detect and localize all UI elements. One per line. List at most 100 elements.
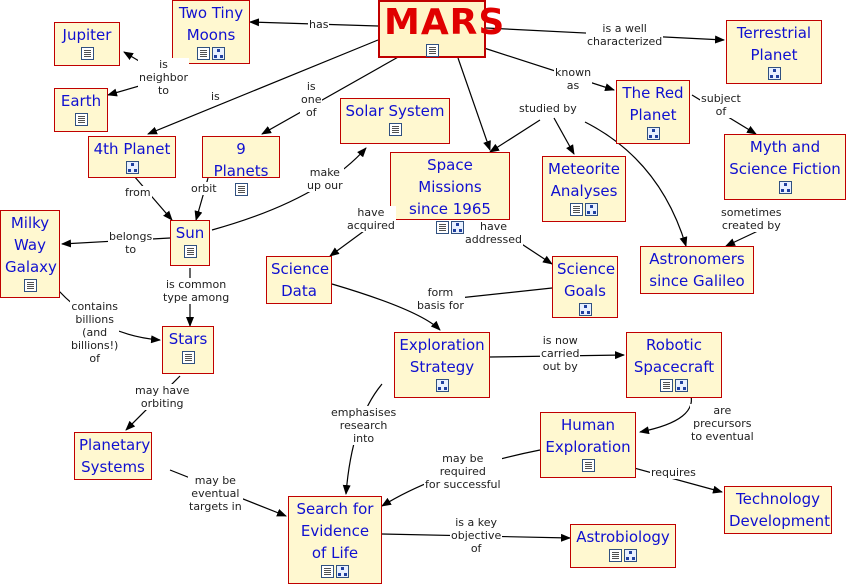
document-icon[interactable] bbox=[425, 44, 439, 57]
concept-map-icon[interactable] bbox=[578, 303, 592, 316]
concept-label: Milky Way Galaxy bbox=[5, 214, 57, 276]
concept-label: 4th Planet bbox=[93, 140, 171, 158]
concept-label: The Red Planet bbox=[622, 84, 684, 124]
document-icon[interactable] bbox=[570, 203, 583, 216]
concept-meteorite-analyses[interactable]: Meteorite Analyses bbox=[542, 156, 626, 222]
concept-map-icon[interactable] bbox=[451, 221, 464, 234]
link-label-orbit: orbit bbox=[190, 182, 218, 195]
link-label-requires: requires bbox=[650, 466, 697, 479]
document-icon[interactable] bbox=[183, 245, 197, 258]
link-label-is-key-objective-of: is a key objective of bbox=[450, 516, 503, 555]
concept-search-for-evidence-of-life[interactable]: Search for Evidence of Life bbox=[288, 496, 382, 584]
link-label-is-common-type-among: is common type among bbox=[162, 278, 231, 304]
concept-planetary-systems[interactable]: Planetary Systems bbox=[74, 432, 152, 480]
concept-label: Robotic Spacecraft bbox=[633, 336, 715, 376]
link-label-may-be-required: may be required for successful bbox=[424, 452, 502, 491]
document-icon[interactable] bbox=[436, 221, 449, 234]
link-label-studied-by: studied by bbox=[518, 102, 578, 115]
concept-the-red-planet[interactable]: The Red Planet bbox=[616, 80, 690, 144]
concept-astronomers-since-galileo[interactable]: Astronomers since Galileo bbox=[640, 246, 754, 294]
link-label-is-well-characterized: is a well characterized bbox=[586, 22, 664, 48]
concept-space-missions[interactable]: Space Missions since 1965 bbox=[390, 152, 510, 234]
concept-label: 9 Planets bbox=[213, 140, 269, 180]
document-icon[interactable] bbox=[321, 565, 334, 578]
link-label-sometimes-created-by: sometimes created by bbox=[720, 206, 783, 232]
concept-terrestrial-planet[interactable]: Terrestrial Planet bbox=[726, 20, 822, 84]
concept-map-icon[interactable] bbox=[624, 549, 637, 562]
concept-label: Exploration Strategy bbox=[399, 336, 485, 376]
document-icon[interactable] bbox=[181, 351, 195, 364]
link-label-from: from bbox=[124, 186, 152, 199]
concept-label: Technology Development bbox=[729, 490, 830, 530]
concept-earth[interactable]: Earth bbox=[54, 88, 108, 132]
link-label-subject-of: subject of bbox=[700, 92, 742, 118]
concept-map-icon[interactable] bbox=[435, 379, 449, 392]
concept-map-icon[interactable] bbox=[336, 565, 349, 578]
link-label-is: is bbox=[210, 90, 221, 103]
concept-stars[interactable]: Stars bbox=[162, 326, 214, 374]
link-label-known-as: known as bbox=[554, 66, 593, 92]
concept-label: MARS bbox=[384, 2, 506, 43]
document-icon[interactable] bbox=[609, 549, 622, 562]
concept-map-icon[interactable] bbox=[778, 181, 792, 194]
concept-mars[interactable]: MARS bbox=[378, 0, 506, 58]
link-label-has: has bbox=[308, 18, 330, 31]
link-label-is-neighbor-to: is neighbor to bbox=[138, 58, 189, 97]
link-label-make-up-our: make up our bbox=[306, 166, 344, 192]
concept-label: Earth bbox=[60, 92, 102, 110]
concept-exploration-strategy[interactable]: Exploration Strategy bbox=[394, 332, 490, 398]
concept-label: Terrestrial Planet bbox=[736, 24, 812, 64]
link-label-is-one-of: is one of bbox=[300, 80, 323, 119]
concept-robotic-spacecraft[interactable]: Robotic Spacecraft bbox=[626, 332, 722, 398]
document-icon[interactable] bbox=[74, 113, 88, 126]
concept-label: Astrobiology bbox=[576, 528, 670, 546]
link-label-may-have-orbiting: may have orbiting bbox=[134, 384, 191, 410]
link-label-have-acquired: have acquired bbox=[346, 206, 396, 232]
concept-map-icon[interactable] bbox=[585, 203, 598, 216]
concept-astrobiology[interactable]: Astrobiology bbox=[570, 524, 676, 568]
concept-label: Myth and Science Fiction bbox=[729, 138, 841, 178]
document-icon[interactable] bbox=[388, 123, 402, 136]
concept-label: Solar System bbox=[345, 102, 445, 120]
concept-science-goals[interactable]: Science Goals bbox=[552, 256, 618, 318]
link-label-belongs-to: belongs to bbox=[108, 230, 154, 256]
concept-label: Human Exploration bbox=[545, 416, 631, 456]
document-icon[interactable] bbox=[234, 183, 248, 196]
concept-label: Stars bbox=[168, 330, 208, 348]
link-label-are-precursors: are precursors to eventual bbox=[690, 404, 755, 443]
concept-technology-development[interactable]: Technology Development bbox=[724, 486, 832, 534]
link-label-form-basis-for: form basis for bbox=[416, 286, 465, 312]
concept-map-icon[interactable] bbox=[767, 67, 781, 80]
link-label-have-addressed: have addressed bbox=[464, 220, 523, 246]
concept-9-planets[interactable]: 9 Planets bbox=[202, 136, 280, 196]
concept-sun[interactable]: Sun bbox=[170, 220, 210, 266]
concept-label: Search for Evidence of Life bbox=[296, 500, 374, 562]
concept-jupiter[interactable]: Jupiter bbox=[54, 22, 120, 66]
concept-two-tiny-moons[interactable]: Two Tiny Moons bbox=[172, 0, 250, 64]
concept-solar-system[interactable]: Solar System bbox=[340, 98, 450, 144]
concept-map-icon[interactable] bbox=[646, 127, 660, 140]
concept-map-icon[interactable] bbox=[675, 379, 688, 392]
concept-label: Astronomers since Galileo bbox=[649, 250, 745, 290]
concept-label: Sun bbox=[175, 224, 205, 242]
concept-label: Science Data bbox=[271, 260, 330, 300]
concept-map-icon[interactable] bbox=[212, 47, 225, 60]
concept-science-data[interactable]: Science Data bbox=[266, 256, 332, 304]
concept-label: Planetary Systems bbox=[79, 436, 151, 476]
document-icon[interactable] bbox=[23, 279, 37, 292]
link-label-is-now-carried-out-by: is now carried out by bbox=[540, 334, 581, 373]
concept-milky-way-galaxy[interactable]: Milky Way Galaxy bbox=[0, 210, 60, 298]
document-icon[interactable] bbox=[80, 47, 94, 60]
document-icon[interactable] bbox=[660, 379, 673, 392]
concept-label: Science Goals bbox=[557, 260, 616, 300]
document-icon[interactable] bbox=[197, 47, 210, 60]
concept-label: Two Tiny Moons bbox=[178, 4, 244, 44]
concept-label: Space Missions since 1965 bbox=[409, 156, 491, 218]
concept-map-icon[interactable] bbox=[125, 161, 139, 174]
concept-myth-and-science-fiction[interactable]: Myth and Science Fiction bbox=[724, 134, 846, 200]
document-icon[interactable] bbox=[581, 459, 595, 472]
concept-4th-planet[interactable]: 4th Planet bbox=[88, 136, 176, 178]
link-label-contains-billions: contains billions (and billions!) of bbox=[70, 300, 120, 365]
concept-human-exploration[interactable]: Human Exploration bbox=[540, 412, 636, 478]
link-label-may-be-eventual-targets: may be eventual targets in bbox=[188, 474, 243, 513]
